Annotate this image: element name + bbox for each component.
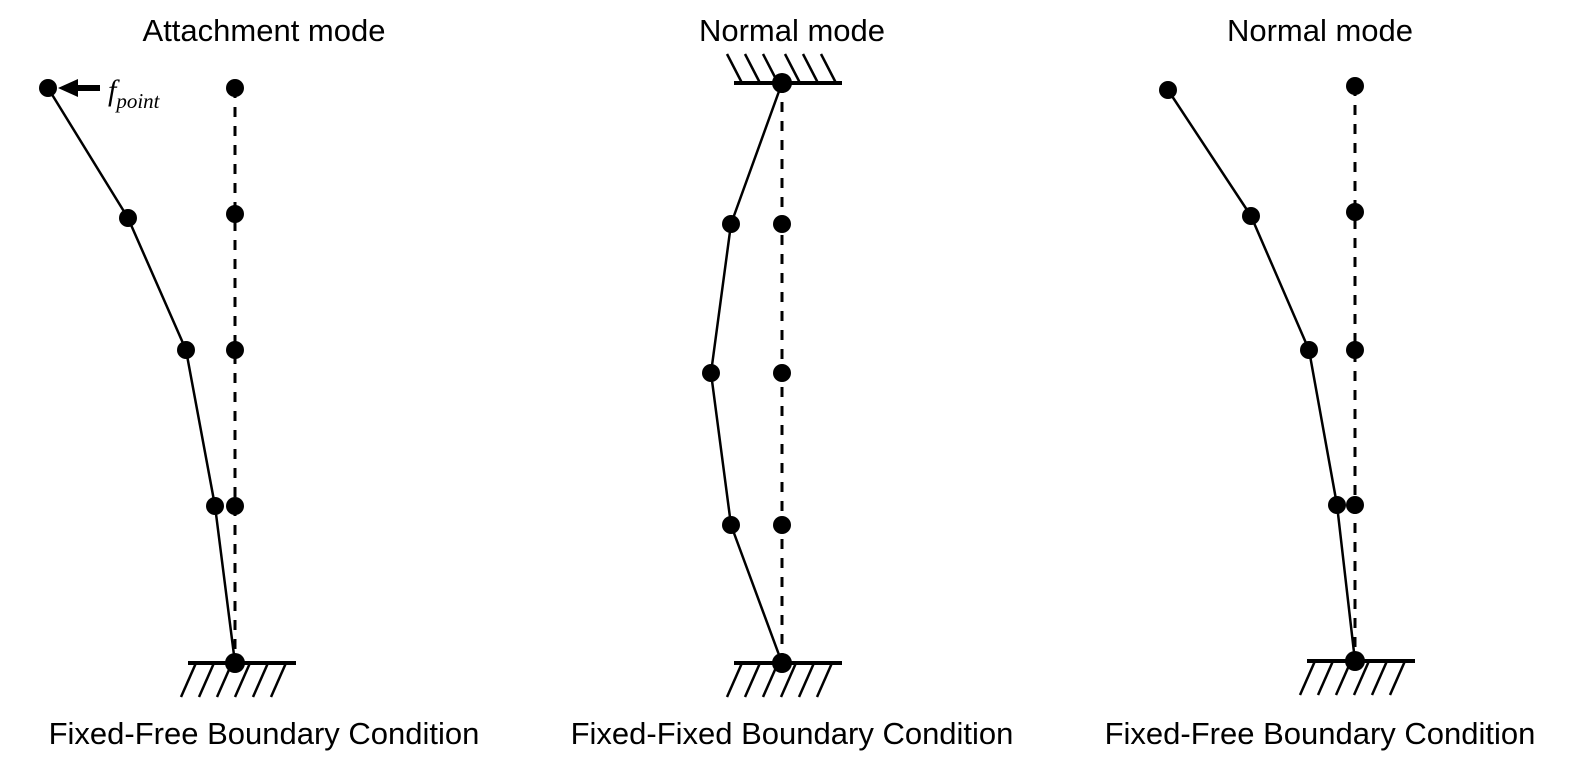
panel-1-title: Attachment mode — [142, 13, 386, 48]
panel-3-drawing — [1159, 77, 1415, 696]
reference-node — [773, 516, 791, 534]
reference-node — [773, 215, 791, 233]
reference-node — [1346, 203, 1364, 221]
panel-3-caption: Fixed-Free Boundary Condition — [1104, 715, 1536, 751]
panel-attachment-mode: Attachment mode — [0, 0, 528, 759]
deformed-node — [119, 209, 137, 227]
force-arrow-icon — [58, 79, 100, 97]
deformed-node-group — [702, 73, 792, 673]
deformed-node — [1300, 341, 1318, 359]
deformed-shape-polyline — [709, 82, 784, 664]
reference-node — [226, 341, 244, 359]
reference-node — [1346, 496, 1364, 514]
reference-node-group — [773, 215, 791, 534]
reference-node-group — [1346, 77, 1364, 514]
reference-node — [1346, 341, 1364, 359]
fixed-support-bottom — [725, 661, 842, 698]
panel-3-title: Normal mode — [1226, 13, 1414, 48]
force-label-subscript: point — [114, 89, 160, 113]
base-node — [1345, 651, 1365, 671]
base-node — [772, 653, 792, 673]
deformed-node — [722, 516, 740, 534]
reference-node-group — [226, 79, 244, 515]
top-node — [772, 73, 792, 93]
panel-2-caption: Fixed-Fixed Boundary Condition — [570, 715, 1014, 751]
panel-1-caption: Fixed-Free Boundary Condition — [48, 715, 480, 751]
deformed-node-group — [39, 79, 245, 673]
deformed-node — [702, 364, 720, 382]
base-node — [225, 653, 245, 673]
reference-node — [1346, 77, 1364, 95]
reference-node — [226, 497, 244, 515]
panel-2-drawing — [702, 53, 842, 698]
deformed-node — [1242, 207, 1260, 225]
deformed-shape-polyline — [46, 87, 237, 664]
panel-2-title: Normal mode — [698, 13, 886, 48]
deformed-node-group — [1159, 81, 1365, 671]
panel-normal-mode-fixed-fixed: Normal mode — [528, 0, 1056, 759]
deformed-node — [206, 497, 224, 515]
deformed-node — [177, 341, 195, 359]
reference-node — [226, 205, 244, 223]
deformed-node — [1328, 496, 1346, 514]
panel-1-drawing: fpoint — [39, 74, 296, 698]
reference-node — [773, 364, 791, 382]
reference-node — [226, 79, 244, 97]
deformed-node — [1159, 81, 1177, 99]
force-label: fpoint — [108, 74, 161, 113]
deformed-node — [39, 79, 57, 97]
panel-normal-mode-fixed-free: Normal mode — [1056, 0, 1584, 759]
deformed-node — [722, 215, 740, 233]
deformed-shape-polyline — [1166, 89, 1357, 662]
